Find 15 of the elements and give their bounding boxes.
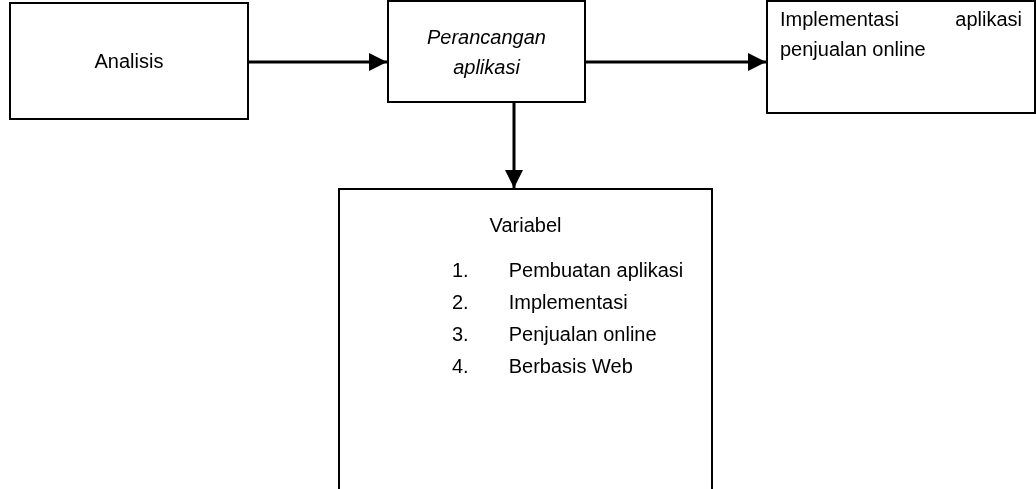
box-heading: Variabel [488, 213, 563, 238]
list-item: 2. Implementasi [452, 290, 629, 315]
arrow [586, 53, 766, 71]
box-label: Perancangan aplikasi [426, 24, 547, 80]
box-label: Analisis [94, 49, 164, 74]
list-item: 4. Berbasis Web [452, 354, 634, 379]
process-box [9, 2, 249, 120]
box-label: Implementasi aplikasi penjualan online [780, 7, 1022, 62]
process-box [387, 0, 586, 103]
process-box [766, 0, 1036, 114]
arrow [505, 103, 523, 188]
process-box [338, 188, 713, 489]
list-item: 3. Penjualan online [452, 322, 658, 347]
arrow [249, 53, 387, 71]
list-item: 1. Pembuatan aplikasi [452, 258, 685, 283]
